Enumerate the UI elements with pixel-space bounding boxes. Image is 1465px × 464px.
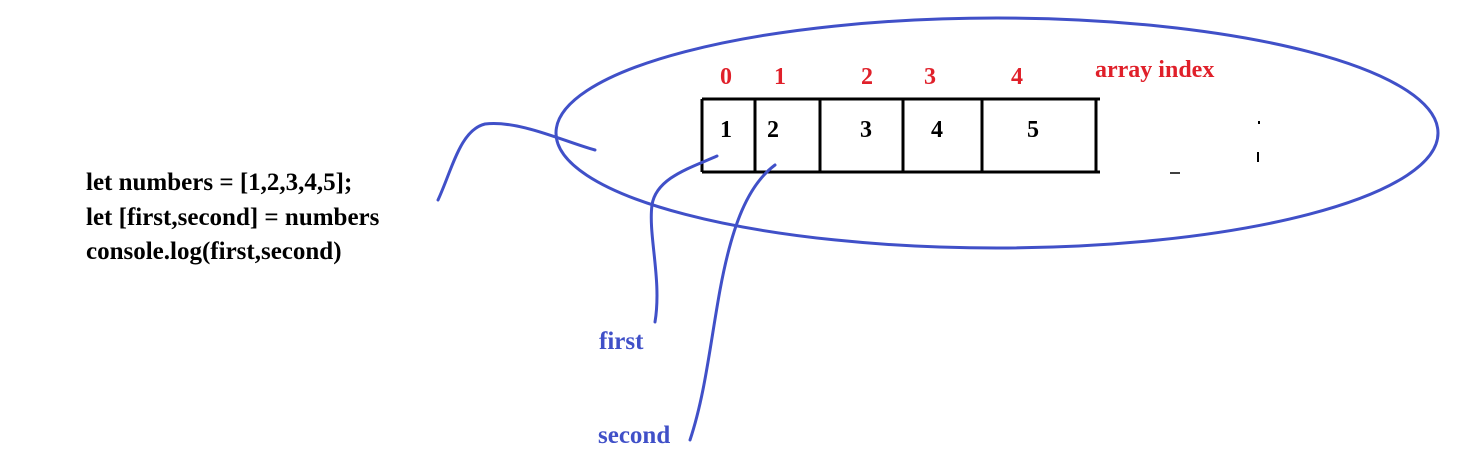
array-index-2: 2 (861, 64, 873, 90)
code-line-console: console.log(first,second) (86, 238, 342, 265)
array-cell-value-0: 1 (720, 117, 732, 143)
array-cell-value-3: 4 (931, 117, 943, 143)
array-index-4: 4 (1011, 64, 1023, 90)
variable-label-first: first (599, 328, 644, 355)
code-line-numbers: let numbers = [1,2,3,4,5]; (86, 169, 353, 196)
array-ellipse (554, 16, 1440, 250)
second-pointer-curve (688, 163, 777, 442)
array-index-title: array index (1095, 57, 1215, 83)
array-index-3: 3 (924, 64, 936, 90)
code-connector-curve (436, 122, 597, 202)
array-cell-value-1: 2 (767, 117, 779, 143)
code-line-destructure: let [first,second] = numbers (86, 204, 380, 231)
first-pointer-curve (649, 154, 719, 324)
array-cell-value-4: 5 (1027, 117, 1039, 143)
variable-label-second: second (598, 422, 671, 449)
array-index-1: 1 (774, 64, 786, 90)
array-cell-value-2: 3 (860, 117, 872, 143)
array-box (700, 97, 1100, 174)
array-index-0: 0 (720, 64, 732, 90)
